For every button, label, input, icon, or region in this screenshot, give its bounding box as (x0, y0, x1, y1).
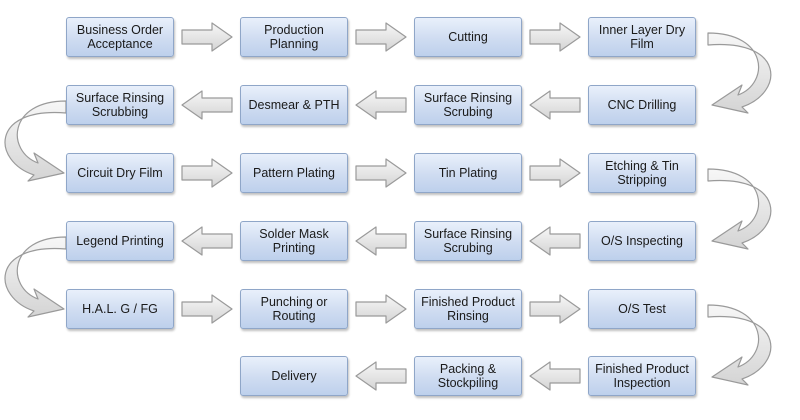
flow-arrow-r5-3 (529, 294, 581, 324)
step-surface-rinsing-scrubbing: Surface Rinsing Scrubbing (66, 85, 174, 125)
step-delivery: Delivery (240, 356, 348, 396)
step-surface-rinsing-scrubing-2: Surface Rinsing Scrubing (414, 221, 522, 261)
step-inner-layer-dry-film: Inner Layer Dry Film (588, 17, 696, 57)
uturn-arrow-left-1 (4, 100, 67, 182)
step-etching-tin-stripping: Etching & Tin Stripping (588, 153, 696, 193)
step-cutting: Cutting (414, 17, 522, 57)
flow-arrow-r3-2 (355, 158, 407, 188)
step-hal-g-fg: H.A.L. G / FG (66, 289, 174, 329)
step-tin-plating: Tin Plating (414, 153, 522, 193)
step-legend-printing: Legend Printing (66, 221, 174, 261)
flow-arrow-r2-3 (529, 90, 581, 120)
step-pattern-plating: Pattern Plating (240, 153, 348, 193)
step-packing-stockpiling: Packing & Stockpiling (414, 356, 522, 396)
uturn-arrow-left-2 (4, 236, 67, 318)
step-punching-or-routing: Punching or Routing (240, 289, 348, 329)
uturn-arrow-right-3 (707, 304, 772, 386)
flow-arrow-r4-2 (355, 226, 407, 256)
flow-arrow-r3-3 (529, 158, 581, 188)
step-cnc-drilling: CNC Drilling (588, 85, 696, 125)
step-surface-rinsing-scrubing-1: Surface Rinsing Scrubing (414, 85, 522, 125)
step-desmear-pth: Desmear & PTH (240, 85, 348, 125)
flow-arrow-r3-1 (181, 158, 233, 188)
flow-arrow-r2-1 (181, 90, 233, 120)
flow-arrow-r6-1 (529, 361, 581, 391)
flow-arrow-r6-2 (355, 361, 407, 391)
flow-arrow-r5-1 (181, 294, 233, 324)
flow-arrow-r2-2 (355, 90, 407, 120)
flow-arrow-r4-3 (529, 226, 581, 256)
flow-arrow-r5-2 (355, 294, 407, 324)
step-business-order-acceptance: Business Order Acceptance (66, 17, 174, 57)
uturn-arrow-right-2 (707, 168, 772, 250)
step-solder-mask-printing: Solder Mask Printing (240, 221, 348, 261)
flow-arrow-r1-1 (181, 22, 233, 52)
step-finished-product-rinsing: Finished Product Rinsing (414, 289, 522, 329)
flow-arrow-r1-2 (355, 22, 407, 52)
step-os-inspecting: O/S Inspecting (588, 221, 696, 261)
step-finished-product-inspection: Finished Product Inspection (588, 356, 696, 396)
flow-arrow-r1-3 (529, 22, 581, 52)
uturn-arrow-right-1 (707, 32, 772, 114)
step-os-test: O/S Test (588, 289, 696, 329)
step-production-planning: Production Planning (240, 17, 348, 57)
flow-arrow-r4-1 (181, 226, 233, 256)
step-circuit-dry-film: Circuit Dry Film (66, 153, 174, 193)
